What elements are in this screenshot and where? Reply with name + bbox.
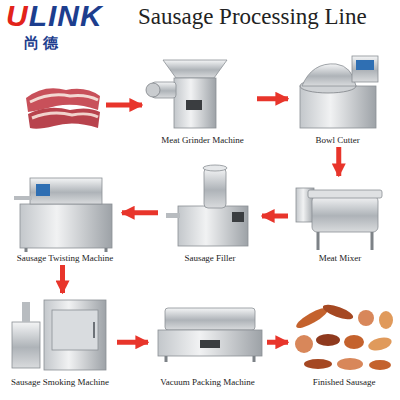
switch-panel bbox=[232, 212, 244, 222]
flow-arrow bbox=[60, 265, 65, 293]
process-step: Meat Grinder Machine bbox=[150, 55, 255, 145]
sausage bbox=[304, 359, 332, 369]
sausage bbox=[316, 334, 340, 346]
flow-arrow bbox=[336, 147, 341, 176]
flow-arrow bbox=[267, 340, 288, 345]
sausage bbox=[344, 335, 364, 349]
trough-lid bbox=[308, 190, 382, 198]
flow-arrow bbox=[257, 96, 288, 101]
machine-cabinet bbox=[20, 204, 112, 248]
sausage bbox=[369, 360, 391, 370]
sausage bbox=[321, 302, 354, 322]
hopper bbox=[163, 60, 227, 78]
grinder-machine bbox=[146, 60, 227, 128]
step-caption: Sausage Filler bbox=[184, 253, 235, 263]
process-step: Sausage Filler bbox=[160, 160, 260, 263]
bowl-lid bbox=[302, 64, 356, 86]
grinder-plate bbox=[146, 83, 160, 97]
process-step: Sausage Smoking Machine bbox=[5, 295, 115, 387]
filling-cylinder bbox=[204, 168, 226, 208]
sausage-pile bbox=[294, 302, 393, 370]
vacuum-packer bbox=[158, 308, 262, 362]
sausage-filler bbox=[166, 165, 248, 246]
process-step: Sausage Twisting Machine bbox=[10, 165, 120, 263]
process-step: Vacuum Packing Machine bbox=[150, 300, 265, 387]
chimney bbox=[22, 302, 30, 322]
sausage bbox=[337, 358, 363, 370]
flow-arrow bbox=[122, 210, 158, 215]
smoke-generator bbox=[12, 322, 40, 368]
diagram-title: Sausage Processing Line bbox=[138, 4, 367, 30]
step-caption: Sausage Smoking Machine bbox=[11, 377, 109, 387]
flow-arrow bbox=[262, 214, 288, 219]
process-step: Meat Mixer bbox=[290, 178, 390, 263]
machine-legs bbox=[166, 356, 254, 362]
machine-body bbox=[178, 206, 248, 246]
mixing-trough bbox=[312, 196, 378, 232]
control-screen bbox=[36, 184, 50, 196]
step-caption: Finished Sausage bbox=[313, 377, 376, 387]
step-caption: Meat Grinder Machine bbox=[161, 135, 243, 145]
process-step: Finished Sausage bbox=[290, 295, 398, 387]
flow-arrow bbox=[117, 340, 148, 345]
sausage bbox=[367, 335, 393, 353]
bowl-cutter bbox=[300, 56, 378, 128]
control-box bbox=[352, 56, 378, 82]
door-handle bbox=[93, 322, 95, 338]
machine-body bbox=[158, 330, 262, 356]
fat-stripe bbox=[32, 113, 98, 118]
fat-stripe bbox=[30, 95, 98, 102]
sausage bbox=[295, 335, 313, 353]
machine-body bbox=[174, 78, 216, 128]
brand-logo: ULINK bbox=[6, 0, 103, 32]
smoking-machine bbox=[12, 300, 106, 370]
filling-nozzle bbox=[14, 196, 32, 200]
step-caption: Vacuum Packing Machine bbox=[160, 377, 254, 387]
machine-legs bbox=[26, 248, 106, 252]
meat-slab bbox=[26, 88, 100, 112]
step-caption: Bowl Cutter bbox=[315, 135, 359, 145]
cylinder-top bbox=[203, 165, 227, 171]
control-screen bbox=[356, 60, 374, 70]
raw-meat bbox=[26, 88, 100, 128]
twisting-head bbox=[30, 178, 102, 204]
step-caption: Sausage Twisting Machine bbox=[17, 253, 114, 263]
flow-arrow bbox=[106, 103, 142, 108]
switch-panel bbox=[200, 340, 220, 348]
machine-legs bbox=[318, 232, 372, 250]
sausage bbox=[379, 311, 393, 329]
smoke-chamber bbox=[44, 300, 106, 370]
meat-mixer bbox=[296, 188, 382, 250]
twisting-machine bbox=[14, 178, 112, 252]
step-caption: Meat Mixer bbox=[319, 253, 362, 263]
sausage bbox=[358, 310, 374, 326]
chamber-door bbox=[52, 310, 98, 350]
filling-nozzle bbox=[166, 213, 180, 218]
process-step: Bowl Cutter bbox=[290, 50, 385, 145]
meat-slab bbox=[28, 108, 100, 129]
vacuum-lid bbox=[165, 308, 255, 330]
brand-name: 尚德 bbox=[24, 34, 62, 53]
switch-panel bbox=[186, 100, 202, 110]
